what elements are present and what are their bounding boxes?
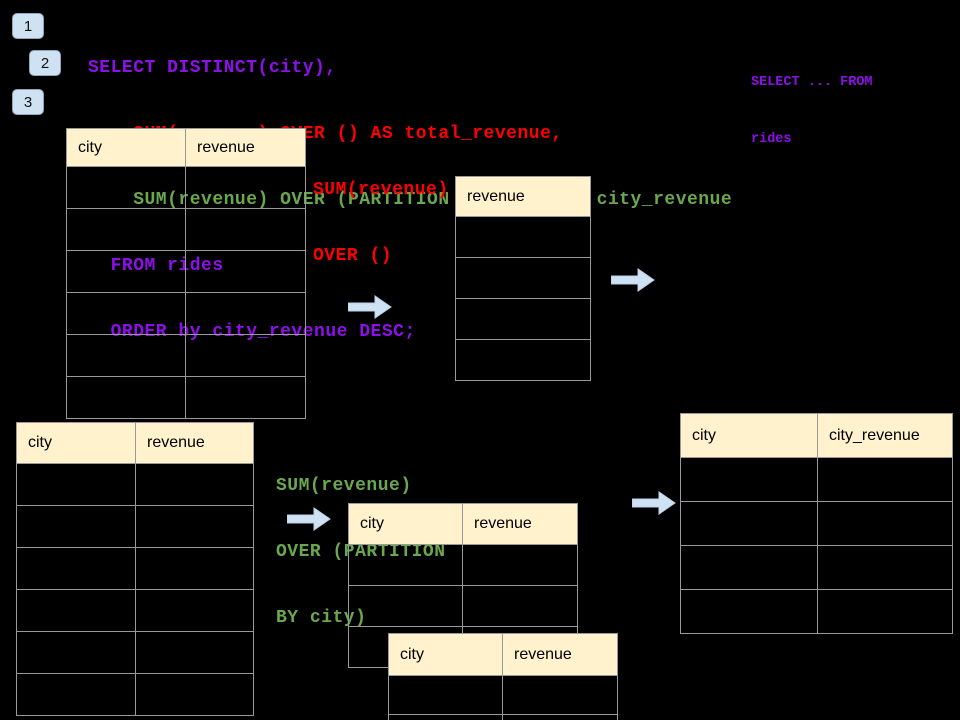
sql-code-line-select: SELECT DISTINCT(city), (88, 58, 337, 78)
annotation-line: SUM(revenue) (313, 180, 449, 200)
side-note-line: SELECT ... FROM (751, 75, 873, 90)
column-header-city-revenue: city_revenue (817, 413, 953, 458)
table-row (16, 673, 254, 716)
table-row (455, 298, 591, 340)
step-badge-1: 1 (12, 13, 44, 39)
column-header-revenue: revenue (135, 422, 254, 464)
step-badge-label: 1 (23, 17, 33, 35)
annotation-line: OVER () (313, 246, 393, 266)
arrow-right-icon (611, 268, 655, 292)
table-row (66, 334, 306, 377)
table-row (388, 675, 618, 715)
table-row (388, 714, 618, 720)
table-row (455, 339, 591, 381)
column-header-city: city (16, 422, 136, 464)
arrow-right-icon (632, 491, 676, 515)
side-note-select-from-rides: SELECT ... FROM rides (751, 35, 873, 187)
table-row (16, 547, 254, 590)
table-row (66, 208, 306, 251)
table-row (16, 631, 254, 674)
table-row (680, 501, 953, 546)
table-header-row: city city_revenue (680, 413, 953, 458)
column-header-city: city (348, 503, 463, 545)
table-row (680, 589, 953, 634)
step-badge-2: 2 (29, 50, 61, 76)
step-badge-label: 3 (23, 93, 33, 111)
table-row (16, 463, 254, 506)
table-total-revenue-result: revenue (455, 176, 591, 381)
table-header-row: revenue (455, 176, 591, 217)
table-source-bottom: city revenue (16, 422, 254, 716)
arrow-right-icon (348, 295, 392, 319)
table-row (66, 166, 306, 209)
column-header-city: city (66, 128, 186, 167)
table-header-row: city revenue (388, 633, 618, 676)
annotation-sum-over-total: SUM(revenue) OVER () (313, 135, 449, 311)
table-row (16, 589, 254, 632)
table-row (66, 292, 306, 335)
table-row (455, 216, 591, 258)
table-header-row: city revenue (348, 503, 578, 545)
side-note-line: rides (751, 132, 792, 147)
annotation-line: SUM(revenue) (276, 476, 412, 496)
table-row (16, 505, 254, 548)
column-header-city: city (680, 413, 818, 458)
column-header-revenue: revenue (502, 633, 618, 676)
table-row (455, 257, 591, 299)
table-source-top: city revenue (66, 128, 306, 419)
column-header-revenue: revenue (185, 128, 306, 167)
table-row (348, 544, 578, 586)
column-header-city: city (388, 633, 503, 676)
table-row (680, 457, 953, 502)
table-row (66, 376, 306, 419)
table-partition-group-b: city revenue (388, 633, 618, 720)
column-header-revenue: revenue (455, 176, 591, 217)
arrow-right-icon (287, 507, 331, 531)
table-final-result: city city_revenue (680, 413, 953, 634)
table-header-row: city revenue (66, 128, 306, 167)
column-header-revenue: revenue (462, 503, 578, 545)
step-badge-label: 2 (40, 54, 50, 72)
table-row (680, 545, 953, 590)
step-badge-3: 3 (12, 89, 44, 115)
table-row (66, 250, 306, 293)
table-row (348, 585, 578, 627)
table-header-row: city revenue (16, 422, 254, 464)
